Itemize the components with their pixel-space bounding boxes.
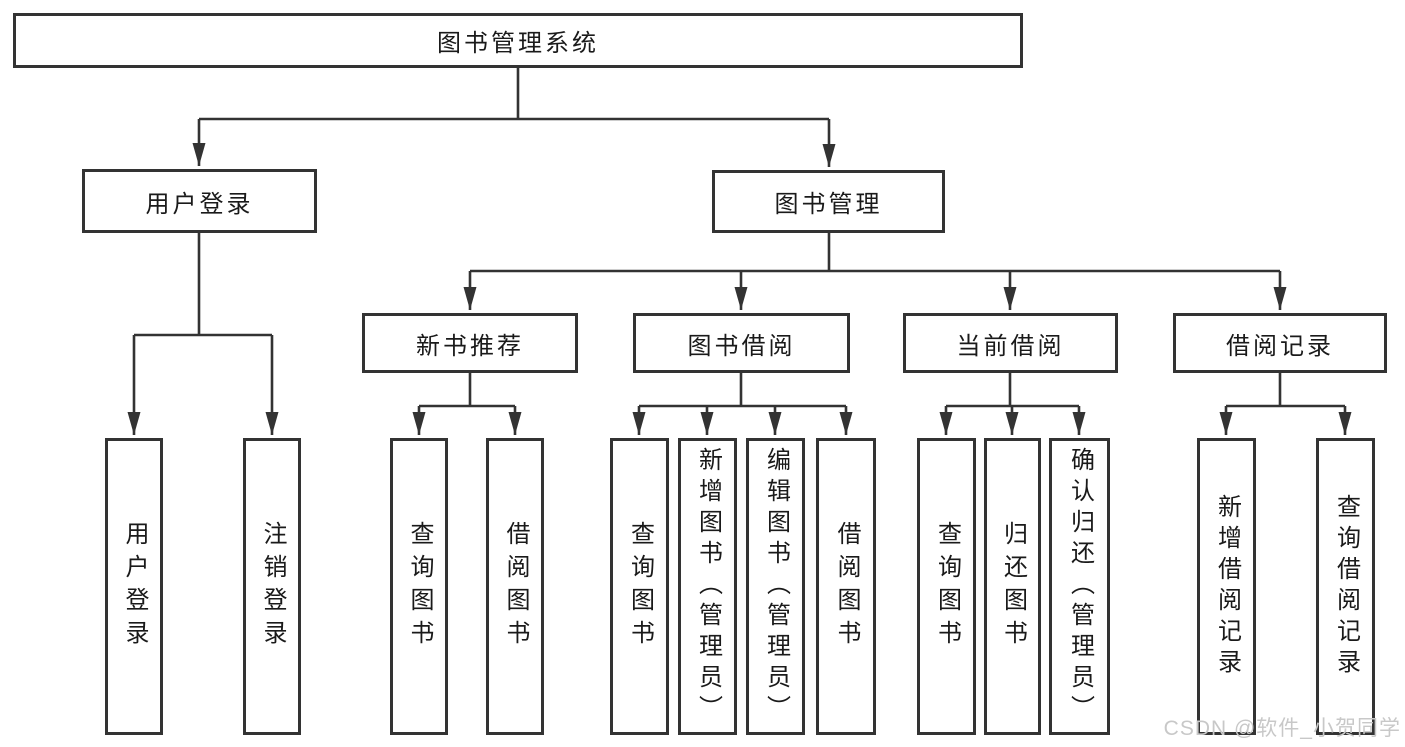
leaf-add-book-admin: 新增图书（管理员） bbox=[678, 438, 737, 735]
leaf-edit-book-admin: 编辑图书（管理员） bbox=[746, 438, 805, 735]
leaf-add-borrow-record: 新增借阅记录 bbox=[1197, 438, 1256, 735]
node-borrow-records: 借阅记录 bbox=[1173, 313, 1387, 373]
node-book-management: 图书管理 bbox=[712, 170, 945, 233]
leaf-borrow-books-recommend: 借阅图书 bbox=[486, 438, 544, 735]
node-new-book-recommend: 新书推荐 bbox=[362, 313, 578, 373]
node-book-borrow: 图书借阅 bbox=[633, 313, 850, 373]
csdn-watermark: CSDN @软件_小贺同学 bbox=[1163, 717, 1401, 740]
leaf-confirm-return-admin: 确认归还（管理员） bbox=[1049, 438, 1110, 735]
leaf-user-login: 用户登录 bbox=[105, 438, 163, 735]
leaf-query-borrow-record: 查询借阅记录 bbox=[1316, 438, 1375, 735]
leaf-borrow-books-borrow: 借阅图书 bbox=[816, 438, 876, 735]
leaf-return-books: 归还图书 bbox=[984, 438, 1041, 735]
leaf-logout: 注销登录 bbox=[243, 438, 301, 735]
node-user-login: 用户登录 bbox=[82, 169, 317, 233]
leaf-query-books-recommend: 查询图书 bbox=[390, 438, 448, 735]
node-current-borrow: 当前借阅 bbox=[903, 313, 1118, 373]
leaf-query-books-current: 查询图书 bbox=[917, 438, 976, 735]
node-root-system: 图书管理系统 bbox=[13, 13, 1023, 68]
leaf-query-books-borrow: 查询图书 bbox=[610, 438, 669, 735]
